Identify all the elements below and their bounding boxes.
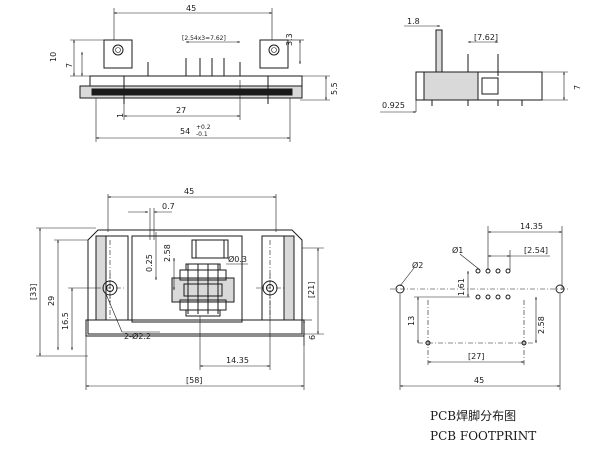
dim-0-925: 0.925 (382, 101, 405, 110)
dim-pitch-top: [2.54x3=7.62] (182, 35, 226, 42)
dim-7-62: [7.62] (474, 33, 498, 42)
top-body-upper (89, 75, 303, 87)
caption-cn: PCB焊脚分布图 (430, 408, 516, 423)
front-center-block (131, 235, 243, 323)
dim-33: [33] (29, 284, 38, 300)
left-tab-hole (112, 44, 124, 56)
front-body-outline (87, 229, 303, 335)
dim-13: 13 (407, 316, 416, 326)
dim-holes: 2-Ø2.2 (124, 331, 151, 341)
dim-58: [58] (186, 376, 202, 385)
dim-phi-1: Ø1 (452, 245, 463, 255)
dim-3-3: 3.3 (285, 33, 294, 46)
top-view: 45 [2.54x3=7.62] 10 7 3.3 5.5 (49, 4, 339, 142)
dim-10: 10 (49, 52, 58, 62)
dim-14-35-front: 14.35 (226, 356, 249, 365)
dim-1-8: 1.8 (407, 17, 420, 26)
dim-2-58-fp: 2.58 (537, 316, 546, 334)
front-connector-housing (171, 277, 235, 303)
dim-16-5: 16.5 (61, 312, 70, 330)
dim-54-tol-plus: +0.2 (196, 124, 211, 131)
front-top-window (191, 239, 229, 259)
dim-7-side: 7 (573, 85, 582, 90)
side-body (415, 71, 543, 101)
dim-2-54-fp: [2.54] (524, 246, 548, 255)
dim-54: 54 (180, 127, 190, 136)
front-view: 45 0.7 (29, 187, 324, 390)
dim-5-5: 5.5 (330, 82, 339, 95)
dim-phi-0-3: Ø0.3 (228, 254, 247, 264)
dim-1-61: 1.61 (457, 278, 466, 296)
side-post (435, 29, 443, 77)
dim-6: 6 (308, 335, 317, 340)
dim-14-35-fp: 14.35 (520, 222, 543, 231)
left-mount-tab (103, 39, 133, 69)
dim-21: [21] (307, 282, 316, 298)
dim-54-tol-minus: -0.1 (196, 131, 208, 138)
dim-45-top: 45 (186, 4, 196, 13)
dim-45-fp: 45 (474, 376, 484, 385)
dim-phi-2: Ø2 (412, 260, 423, 270)
right-mount-tab (259, 39, 289, 69)
dim-27-fp: [27] (468, 352, 484, 361)
dim-27-top: 27 (176, 106, 186, 115)
dim-45-front: 45 (184, 187, 194, 196)
fp-pin (475, 268, 481, 274)
dim-0-7: 0.7 (162, 202, 175, 211)
pcb-footprint: 14.35 [2.54] Ø1 Ø2 1.61 (390, 222, 570, 443)
caption-en: PCB FOOTPRINT (430, 429, 536, 443)
dim-29: 29 (47, 296, 56, 306)
dim-1: 1 (116, 113, 125, 118)
dim-2-58-front: 2.58 (163, 244, 172, 262)
right-tab-hole (268, 44, 280, 56)
dim-7: 7 (65, 63, 74, 68)
dim-0-25: 0.25 (145, 254, 154, 272)
side-view: 1.8 [7.62] 0.925 7 (380, 17, 582, 113)
side-body-fill (423, 71, 479, 101)
top-body-slot (91, 88, 293, 96)
